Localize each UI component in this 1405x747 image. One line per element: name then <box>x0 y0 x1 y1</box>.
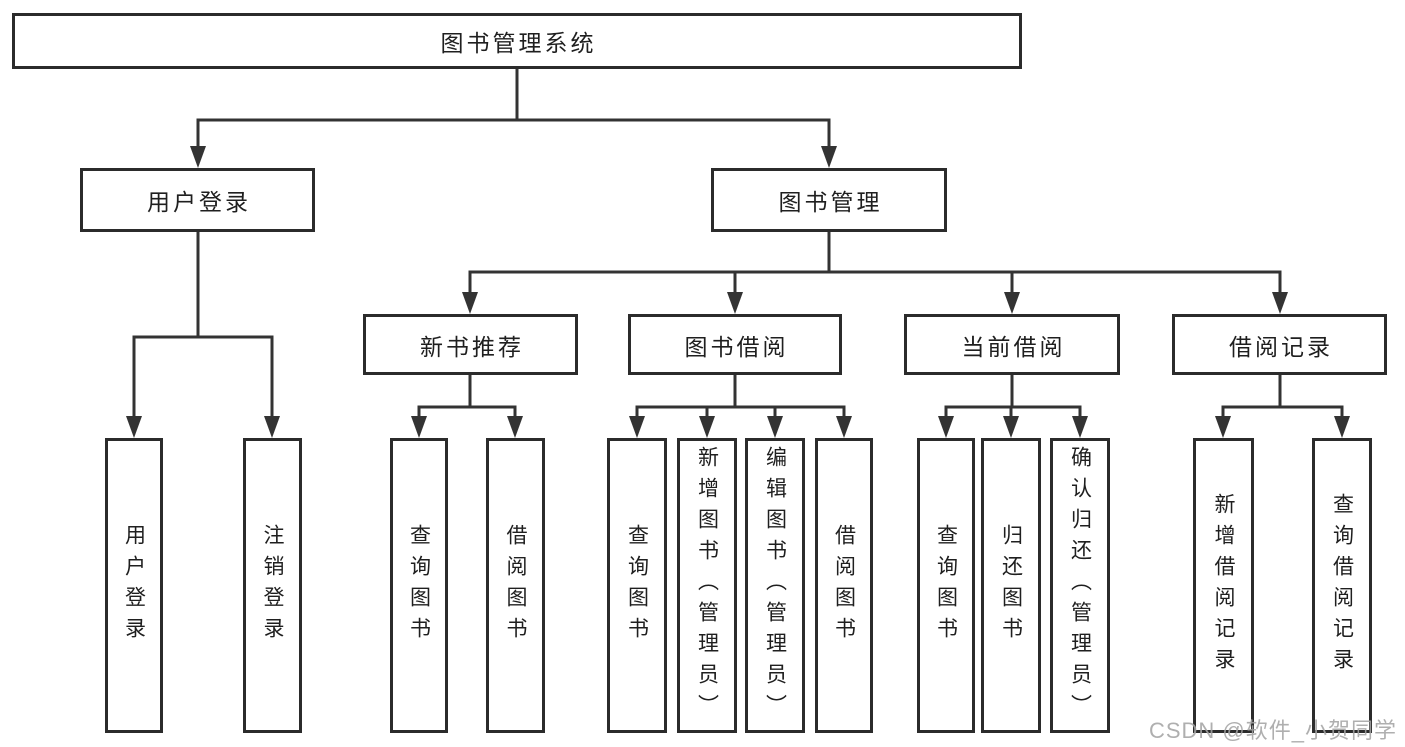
leaf-bb-add-books-admin: 新增图书（管理员） <box>677 438 737 733</box>
leaf-bb-edit-books-admin: 编辑图书（管理员） <box>745 438 805 733</box>
csdn-watermark: CSDN @软件_小贺同学 <box>1148 718 1397 743</box>
leaf-bb-add-books-admin-label: 新增图书（管理员） <box>695 446 719 725</box>
leaf-user-login-label: 用户登录 <box>122 523 146 648</box>
node-current-borrow: 当前借阅 <box>904 314 1120 375</box>
leaf-bb-edit-books-admin-label: 编辑图书（管理员） <box>763 446 787 725</box>
node-new-book-recommend-label: 新书推荐 <box>420 333 524 360</box>
node-borrow-record-label: 借阅记录 <box>1229 333 1333 360</box>
leaf-logout-label: 注销登录 <box>261 523 284 648</box>
leaf-user-login: 用户登录 <box>105 438 163 733</box>
arrowhead-icons <box>126 146 1350 438</box>
node-borrow-record: 借阅记录 <box>1172 314 1387 375</box>
leaf-br-query-record-label: 查询借阅记录 <box>1330 492 1354 679</box>
leaf-bb-query-books-label: 查询图书 <box>625 523 649 648</box>
node-book-management: 图书管理 <box>711 168 947 232</box>
leaf-bb-borrow-books-label: 借阅图书 <box>832 523 856 648</box>
leaf-nbr-query-books-label: 查询图书 <box>407 523 431 648</box>
leaf-cb-query-books-label: 查询图书 <box>934 523 958 648</box>
node-new-book-recommend: 新书推荐 <box>363 314 578 375</box>
leaf-br-query-record: 查询借阅记录 <box>1312 438 1372 733</box>
leaf-br-add-record: 新增借阅记录 <box>1193 438 1254 733</box>
leaf-cb-return-books-label: 归还图书 <box>999 523 1023 648</box>
node-current-borrow-label: 当前借阅 <box>961 333 1066 360</box>
node-book-borrow: 图书借阅 <box>628 314 842 375</box>
leaf-cb-query-books: 查询图书 <box>917 438 975 733</box>
node-root-system: 图书管理系统 <box>12 13 1022 69</box>
leaf-nbr-borrow-books-label: 借阅图书 <box>504 523 527 648</box>
leaf-bb-query-books: 查询图书 <box>607 438 667 733</box>
leaf-cb-confirm-return-admin: 确认归还（管理员） <box>1050 438 1110 733</box>
node-book-management-label: 图书管理 <box>778 189 883 215</box>
node-book-borrow-label: 图书借阅 <box>684 333 789 360</box>
leaf-cb-return-books: 归还图书 <box>981 438 1041 733</box>
leaf-logout: 注销登录 <box>243 438 302 733</box>
node-root-label: 图书管理系统 <box>440 30 597 56</box>
leaf-br-add-record-label: 新增借阅记录 <box>1212 492 1235 679</box>
node-user-login-label: 用户登录 <box>147 189 251 215</box>
leaf-nbr-borrow-books: 借阅图书 <box>486 438 545 733</box>
leaf-cb-confirm-return-admin-label: 确认归还（管理员） <box>1068 446 1092 725</box>
leaf-bb-borrow-books: 借阅图书 <box>815 438 873 733</box>
node-user-login: 用户登录 <box>80 168 315 232</box>
leaf-nbr-query-books: 查询图书 <box>390 438 448 733</box>
